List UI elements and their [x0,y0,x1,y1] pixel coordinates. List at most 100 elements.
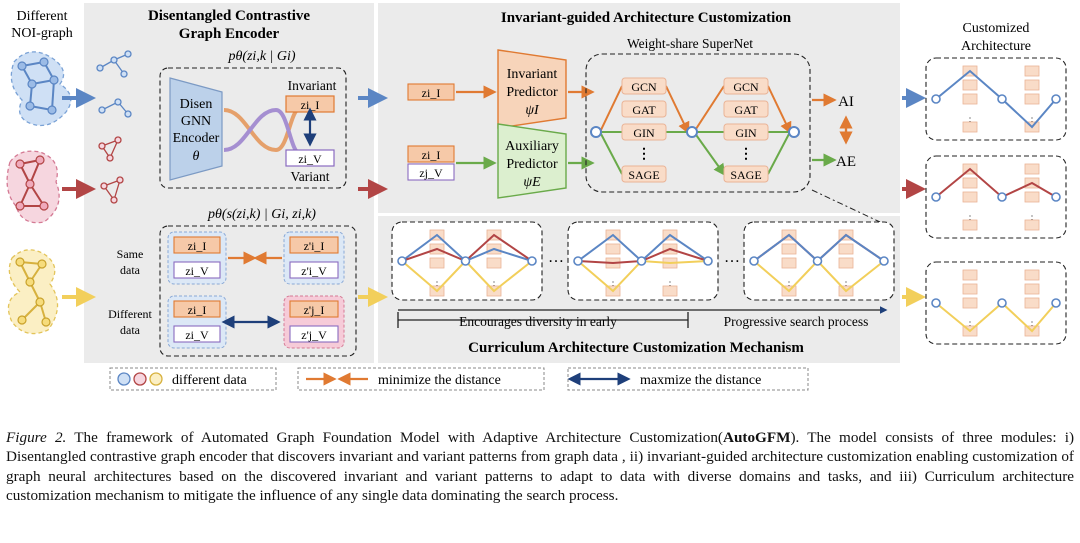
input-bot1: zi_I [422,148,441,162]
inv-pred-3: ψI [525,103,540,118]
invariant-label: Invariant [288,78,337,93]
same-data-1: Same [117,247,144,261]
supernet-title: Weight-share SuperNet [627,36,753,51]
svg-text:⋮: ⋮ [966,116,975,126]
left-title-2: NOI-graph [11,26,72,41]
svg-text:⋮: ⋮ [966,214,975,224]
caption-text-2: ). The model consists of three modules: … [6,429,1074,505]
svg-text:⋮: ⋮ [1028,320,1037,330]
gnn-line4: θ [193,149,200,164]
gnn-line1: Disen [180,97,213,112]
inv-pred-2: Predictor [506,85,558,100]
diff-data-2: data [120,323,141,337]
legend-data-box [109,367,277,391]
z-var-text: zi_V [298,152,322,166]
svg-text:⋮: ⋮ [490,280,499,290]
op-gin-2: GIN [735,126,757,140]
svg-text:⋮: ⋮ [842,280,851,290]
same-data-2: data [120,263,141,277]
legend-min-box [297,367,545,391]
gnn-line2: GNN [181,114,211,129]
mini-net-3: ⋮⋮ [743,221,895,301]
op-sage-1: SAGE [628,168,659,182]
subgraph-blue [96,50,132,118]
aux-pred-1: Auxiliary [505,139,559,154]
curriculum-dots-1: … [548,249,564,266]
op-gcn-2: GCN [733,80,759,94]
aux-pred-3: ψE [523,175,541,190]
red-noi-graph [6,150,60,224]
variant-label: Variant [291,169,330,184]
subgraph-red [98,136,124,204]
legend-different-data: different data [172,373,248,388]
strand-orange [223,106,302,153]
z-inv-text: zi_I [301,98,320,112]
diff-zi-V: zi_V [185,328,209,342]
gnn-encoder-shape [169,77,223,181]
svg-text:⋮: ⋮ [609,280,618,290]
progressive-text: Progressive search process [724,314,869,329]
supernet-node-b [686,126,698,138]
ops-col-2: GCN GAT GIN ⋮ SAGE [723,77,769,183]
ops-col-1: GCN GAT GIN ⋮ SAGE [621,77,667,183]
svg-text:⋮: ⋮ [1028,214,1037,224]
op-gcn-1: GCN [631,80,657,94]
custom-arch-yellow: ⋮⋮ [925,261,1067,345]
contrast-box [159,225,357,357]
figure-caption: Figure 2. The framework of Automated Gra… [6,428,1074,506]
a-i-label: AI [838,94,854,110]
curriculum-networks: ⋮⋮⋮⋮⋮⋮ [391,221,895,301]
svg-text:⋮: ⋮ [966,320,975,330]
z-var-box [285,149,335,167]
same-zpi-I: z'i_I [304,239,325,253]
encoder-title-1: Disentangled Contrastive [148,8,310,24]
same-zi-I: zi_I [188,239,207,253]
svg-text:⋮: ⋮ [433,280,442,290]
left-title-1: Different [16,9,67,24]
diff-data-1: Different [108,307,152,321]
input-top: zi_I [422,86,441,100]
svg-text:⋮: ⋮ [785,280,794,290]
right-title-2: Architecture [961,39,1031,54]
op-gat-2: GAT [734,103,758,117]
caption-bold: AutoGFM [722,429,791,446]
encoder-title-2: Graph Encoder [179,26,280,42]
framework-figure: Different NOI-graph [6,3,1067,391]
supernet-node-a [590,126,602,138]
inv-pred-1: Invariant [507,67,558,82]
mini-net-2: ⋮⋮ [567,221,719,301]
svg-text:⋮: ⋮ [1028,116,1037,126]
op-dots-1: ⋮ [637,147,651,162]
supernet-box [585,53,811,193]
curriculum-title: Curriculum Architecture Customization Me… [468,340,804,356]
strand-purple [223,107,302,156]
diff-zpj-V: z'j_V [301,328,327,342]
blue-noi-graph [10,51,72,127]
right-title-1: Customized [963,21,1030,36]
invariant-predictor-shape [497,49,567,129]
customized-architectures: ⋮⋮⋮⋮⋮⋮ [925,57,1067,345]
curriculum-dots-2: … [724,249,740,266]
encoder-top-formula: pθ(zi,k | Gi) [227,49,295,64]
op-gat-1: GAT [632,103,656,117]
supernet-node-c [788,126,800,138]
encourage-text: Encourages diversity in early [459,314,617,329]
yellow-noi-graph [7,249,59,335]
aux-pred-2: Predictor [506,157,558,172]
legend-minimize: minimize the distance [378,373,501,388]
a-e-label: AE [836,154,856,170]
custom-title: Invariant-guided Architecture Customizat… [501,10,792,26]
encoder-box [159,67,347,189]
same-zi-V: zi_V [185,264,209,278]
input-bot2: zj_V [419,166,443,180]
svg-text:⋮: ⋮ [666,280,675,290]
same-zpi-V: z'i_V [301,264,327,278]
mini-net-1: ⋮⋮ [391,221,543,301]
custom-arch-red: ⋮⋮ [925,155,1067,239]
op-dots-2: ⋮ [739,147,753,162]
diff-zi-I: zi_I [188,303,207,317]
legend-maximize: maxmize the distance [640,373,761,388]
op-sage-2: SAGE [730,168,761,182]
custom-arch-blue: ⋮⋮ [925,57,1067,141]
auxiliary-predictor-shape [497,123,567,199]
